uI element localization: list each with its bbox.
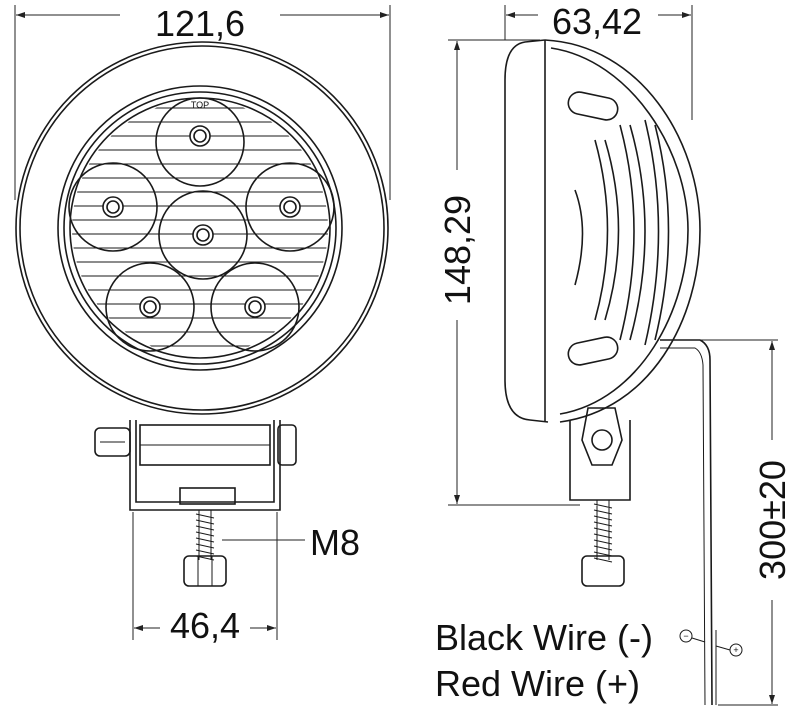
mounting-bracket bbox=[94, 420, 297, 511]
bracket-width-label: 46,4 bbox=[170, 605, 240, 646]
led-modules bbox=[68, 97, 335, 352]
side-bolt bbox=[593, 500, 613, 563]
depth-dimension-label: 63,42 bbox=[552, 1, 642, 42]
negative-terminal-icon bbox=[679, 629, 693, 643]
width-dimension-label: 121,6 bbox=[155, 3, 245, 44]
right-nut bbox=[277, 424, 297, 466]
svg-text:−: − bbox=[683, 631, 688, 641]
black-wire-label: Black Wire (-) bbox=[435, 617, 653, 658]
outer-housing bbox=[15, 41, 389, 415]
cooling-fins bbox=[567, 91, 670, 366]
bolt-thread bbox=[195, 510, 215, 561]
red-wire-label: Red Wire (+) bbox=[435, 663, 640, 704]
left-nut bbox=[94, 427, 131, 457]
bolt-size-label: M8 bbox=[310, 522, 360, 563]
bolt-thread bbox=[593, 500, 613, 563]
bolt-nut bbox=[183, 555, 227, 587]
cable-length-label: 300±20 bbox=[752, 460, 793, 580]
top-marking: TOP bbox=[191, 100, 209, 110]
height-dimension-label: 148,29 bbox=[437, 195, 478, 305]
bolt bbox=[195, 510, 215, 561]
front-view: 121,6 TOP bbox=[14, 0, 391, 646]
svg-text:+: + bbox=[733, 645, 738, 655]
side-view: 63,42 148,29 300±20 bbox=[435, 0, 794, 706]
